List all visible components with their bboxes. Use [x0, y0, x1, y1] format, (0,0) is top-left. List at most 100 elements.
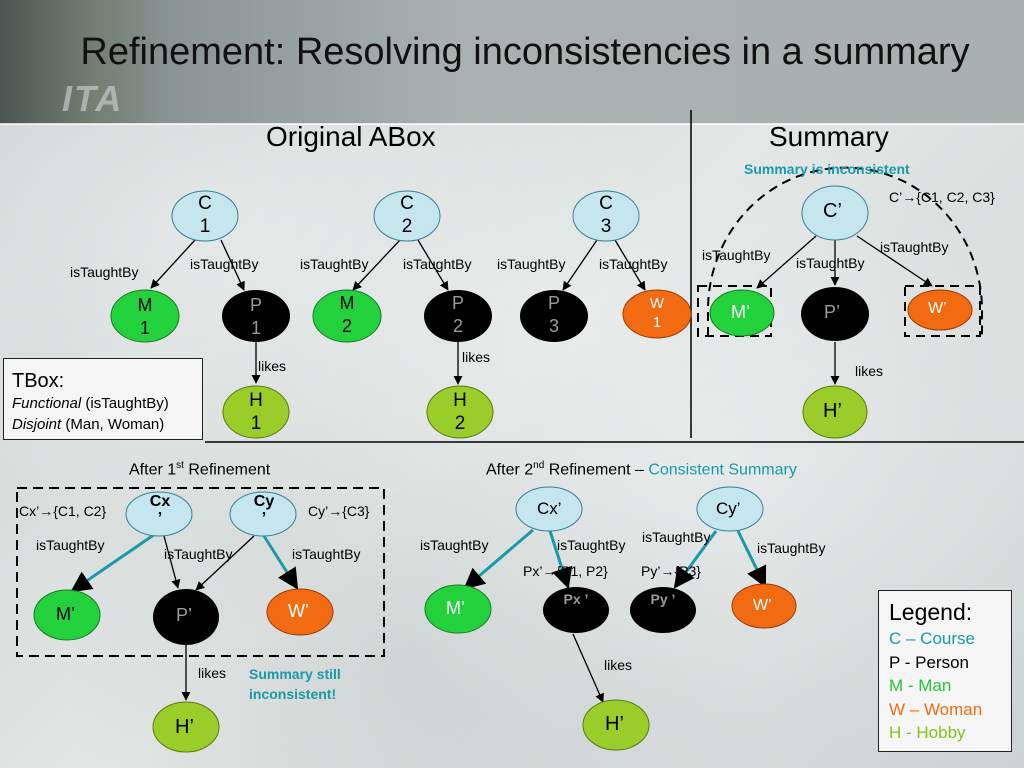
edge-label-c-w: isTaughtBy [880, 239, 949, 255]
heading-after-first: After 1st Refinement [129, 460, 270, 479]
edge-label-c-m: isTaughtBy [702, 247, 771, 263]
node-m1 [110, 289, 180, 343]
legend-hobby: H - Hobby [889, 723, 966, 742]
label-cx-bl: Cx ’ [149, 493, 171, 527]
edge-c-w [856, 235, 933, 287]
heading-after-second-pre: After 2 [486, 461, 534, 479]
legend-woman: W – Woman [889, 699, 983, 719]
header-banner: ITA [0, 0, 1024, 124]
heading-after-second-post: Refinement – [544, 461, 649, 479]
tbox-title: TBox: [12, 370, 65, 392]
label-w-bl: W’ [288, 601, 309, 621]
label-cy-br: Cy’ [716, 499, 741, 518]
ita-logo: ITA [62, 78, 124, 119]
edge-label-p-h: likes [855, 363, 884, 379]
edge-label-c2-m2: isTaughtBy [300, 256, 369, 272]
tbox-disjoint-arg: (Man, Woman) [61, 416, 165, 433]
edge-cx-px [548, 530, 573, 589]
node-cx-br [515, 486, 583, 532]
mapping-py: Py’→{P3} [641, 563, 701, 579]
label-px-br: Px ’ [563, 591, 589, 607]
edge-c2-m2 [352, 239, 401, 291]
label-w-br: W’ [753, 597, 772, 614]
edge-label-px-h: likes [604, 657, 633, 673]
edge-cy-w-br [736, 530, 767, 588]
legend-person: P - Person [889, 652, 970, 672]
node-m2 [312, 289, 382, 343]
label-p-prime: P’ [824, 302, 841, 322]
heading-after-first-pre: After 1 [129, 461, 177, 479]
edge-label-cy-w: isTaughtBy [292, 546, 361, 562]
label-h2: H 2 [453, 390, 467, 434]
label-cx-br: Cx’ [537, 499, 562, 518]
label-py-br: Py ’ [650, 591, 676, 607]
soldier-photo [0, 0, 160, 124]
label-cy-bl: Cy ’ [253, 493, 275, 527]
heading-original-abox: Original ABox [266, 121, 436, 152]
node-p2 [424, 290, 492, 342]
label-c2: C 2 [400, 193, 414, 237]
edge-label-p1-h1: likes [258, 358, 287, 374]
node-p3 [520, 290, 588, 342]
node-h-bl [152, 701, 220, 753]
label-c3: C 3 [599, 193, 613, 237]
node-p-bl [153, 589, 219, 645]
legend-panel: Legend: C – Course P - Person M - Man W … [878, 590, 1012, 752]
node-p1 [222, 290, 290, 342]
heading-consistent-summary: Consistent Summary [648, 461, 797, 479]
edge-label-cx-m: isTaughtBy [36, 537, 105, 553]
edge-c-m [756, 235, 817, 289]
heading-after-first-post: Refinement [183, 461, 271, 479]
label-m-br: M’ [446, 598, 465, 618]
label-c-prime: C’ [823, 200, 842, 222]
legend-course: C – Course [889, 629, 975, 648]
node-c3 [572, 190, 640, 242]
heading-after-first-sup: st [176, 460, 184, 471]
edge-label-cy-w-br: isTaughtBy [757, 540, 826, 556]
legend-man: M - Man [889, 676, 952, 695]
tbox-disjoint-term: Disjoint [12, 416, 62, 433]
label-m-prime: M’ [731, 302, 750, 322]
edge-cx-p [163, 535, 181, 589]
summary-status: Summary is inconsistent [744, 161, 910, 177]
mapping-c-prime: C’→{C1, C2, C3} [889, 189, 995, 205]
edge-px-h [572, 633, 604, 703]
node-w1 [622, 289, 692, 339]
mapping-px: Px’→{P1, P2} [523, 563, 608, 579]
status-still-inconsistent: Summary still inconsistent! [249, 666, 341, 702]
label-m1: M 1 [137, 295, 153, 338]
edge-c3-p3 [562, 239, 598, 291]
edge-cy-p [195, 535, 255, 591]
edge-cy-py [673, 530, 718, 589]
edge-label-c1-p1: isTaughtBy [190, 256, 259, 272]
dashed-box-bottom-left [16, 487, 385, 657]
label-h-bl: H’ [175, 716, 194, 738]
tbox-panel: TBox: Functional (isTaughtBy) Disjoint (… [3, 358, 203, 440]
node-h-br [582, 699, 650, 751]
node-px-br [543, 587, 609, 633]
node-cx-bl [125, 491, 193, 537]
edge-label-c-p: isTaughtBy [796, 255, 865, 271]
edge-c1-m1 [150, 239, 196, 289]
node-w-prime [907, 289, 973, 331]
node-h1 [222, 385, 290, 439]
label-w1: W 1 [649, 295, 665, 331]
mapping-cx: Cx’→{C1, C2} [19, 503, 107, 519]
node-p-prime [801, 287, 869, 341]
edge-label-c3-p3: isTaughtBy [497, 256, 566, 272]
edge-label-cy-p: isTaughtBy [164, 546, 233, 562]
tbox-disjoint-line: Disjoint (Man, Woman) [12, 414, 202, 435]
mapping-cy: Cy’→{C3} [308, 503, 370, 519]
node-w-bl [266, 588, 334, 636]
tbox-functional-arg: (isTaughtBy) [81, 395, 169, 412]
edge-cx-m-br [463, 528, 534, 590]
edge-c2-p2 [417, 239, 449, 291]
edge-label-c1-m1: isTaughtBy [70, 264, 139, 280]
node-cy-bl [229, 491, 297, 537]
node-m-bl [33, 589, 101, 641]
edge-cy-w [262, 535, 299, 590]
edge-label-cx-m-br: isTaughtBy [420, 537, 489, 553]
label-p-bl: P’ [176, 605, 193, 625]
edge-label-c3-w1: isTaughtBy [599, 256, 668, 272]
label-m2: M 2 [339, 293, 355, 336]
